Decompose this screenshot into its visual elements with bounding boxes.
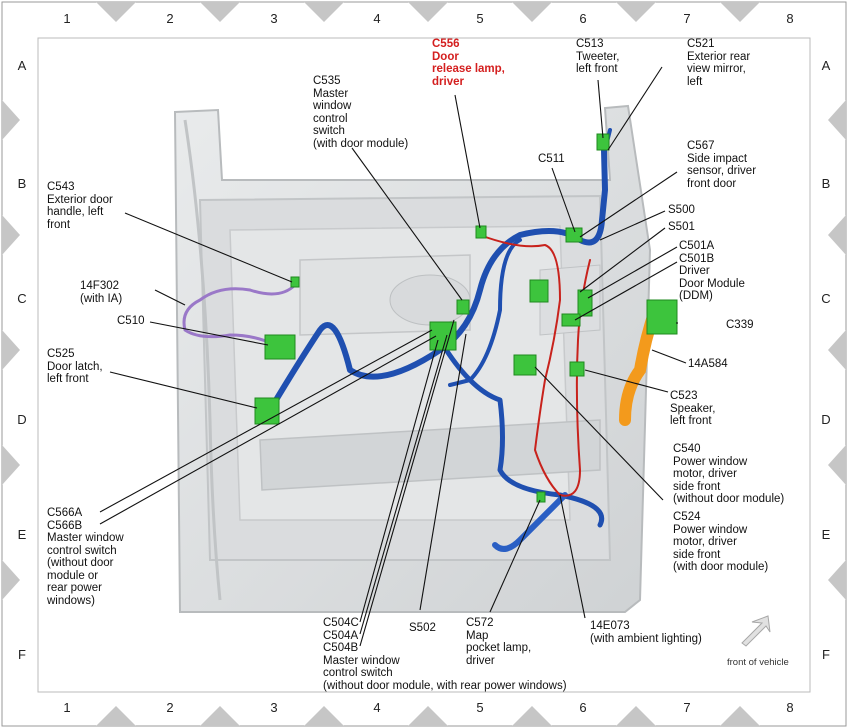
grid-col-6-bottom: 6 — [579, 700, 587, 715]
label-c556: C556 Door release lamp, driver — [432, 38, 505, 88]
label-c504: C504C C504A C504B Master window control … — [323, 617, 567, 692]
grid-col-2-top: 2 — [166, 11, 174, 26]
grid-row-c-right: C — [821, 291, 831, 306]
label-c513: C513 Tweeter, left front — [576, 38, 620, 75]
label-c501: C501A C501B Driver Door Module (DDM) — [679, 240, 745, 302]
label-c566: C566A C566B Master window control switch… — [47, 507, 124, 607]
label-c535: C535 Master window control switch (with … — [313, 75, 409, 150]
c525-connector — [254, 397, 280, 425]
c543-connector — [290, 276, 300, 288]
grid-col-8-bottom: 8 — [786, 700, 794, 715]
grid-row-c-left: C — [17, 291, 27, 306]
door-panel — [173, 104, 652, 613]
grid-col-3-top: 3 — [270, 11, 278, 26]
label-c572: C572 Map pocket lamp, driver — [466, 617, 532, 667]
grid-col-8-top: 8 — [786, 11, 794, 26]
inner-border — [37, 37, 811, 693]
harness-purple — [182, 283, 297, 347]
label-c567: C567 Side impact sensor, driver front do… — [687, 140, 757, 190]
label-c510: C510 — [117, 315, 145, 327]
c510-connector — [264, 334, 296, 360]
c339-connector — [646, 299, 678, 335]
label-c521: C521 Exterior rear view mirror, left — [687, 38, 751, 88]
label-c511: C511 — [538, 153, 565, 165]
label-c543: C543 Exterior door handle, left front — [47, 181, 113, 231]
c501b-connector — [561, 313, 581, 327]
grid-col-4-bottom: 4 — [373, 700, 381, 715]
grid-row-b-left: B — [17, 176, 27, 191]
label-s501: S501 — [668, 221, 695, 233]
grid-ticks-horizontal — [96, 2, 760, 726]
grid-col-4-top: 4 — [373, 11, 381, 26]
grid-row-d-left: D — [17, 412, 27, 427]
label-14a584: 14A584 — [688, 358, 728, 370]
label-c524: C524 Power window motor, driver side fro… — [673, 511, 769, 573]
label-c540: C540 Power window motor, driver side fro… — [673, 443, 785, 505]
grid-row-b-right: B — [821, 176, 831, 191]
c556-connector — [475, 225, 487, 239]
grid-col-2-bottom: 2 — [166, 700, 174, 715]
label-14e073: 14E073 (with ambient lighting) — [590, 620, 702, 645]
grid-row-e-left: E — [17, 527, 27, 542]
grid-col-5-top: 5 — [476, 11, 484, 26]
c524-connector — [513, 354, 537, 376]
grid-row-a-left: A — [17, 58, 27, 73]
harness-red — [479, 234, 591, 497]
grid-col-6-top: 6 — [579, 11, 587, 26]
c511-connector — [529, 279, 549, 303]
c572-connector — [536, 491, 546, 503]
grid-col-3-bottom: 3 — [270, 700, 278, 715]
grid-row-a-right: A — [821, 58, 831, 73]
grid-col-7-top: 7 — [683, 11, 691, 26]
label-c523: C523 Speaker, left front — [670, 390, 716, 427]
grid-col-5-bottom: 5 — [476, 700, 484, 715]
grid-row-f-right: F — [822, 647, 830, 662]
front-of-vehicle-arrow-icon — [741, 615, 771, 647]
c535-connector — [456, 299, 470, 315]
label-c525: C525 Door latch, left front — [47, 348, 103, 385]
label-s500: S500 — [668, 204, 695, 216]
c501-connector — [577, 289, 593, 317]
grid-row-d-right: D — [821, 412, 831, 427]
front-of-vehicle-label: front of vehicle — [727, 657, 789, 668]
label-s502: S502 — [409, 622, 436, 634]
c523-connector — [569, 361, 585, 377]
label-14f302: 14F302 (with IA) — [80, 280, 123, 305]
label-c339: C339 — [726, 319, 754, 331]
grid-ticks-vertical — [2, 100, 846, 600]
grid-col-1-top: 1 — [63, 11, 71, 26]
grid-col-1-bottom: 1 — [63, 700, 71, 715]
leader-lines — [99, 66, 687, 647]
grid-col-7-bottom: 7 — [683, 700, 691, 715]
grid-row-e-right: E — [821, 527, 831, 542]
grid-row-f-left: F — [18, 647, 26, 662]
